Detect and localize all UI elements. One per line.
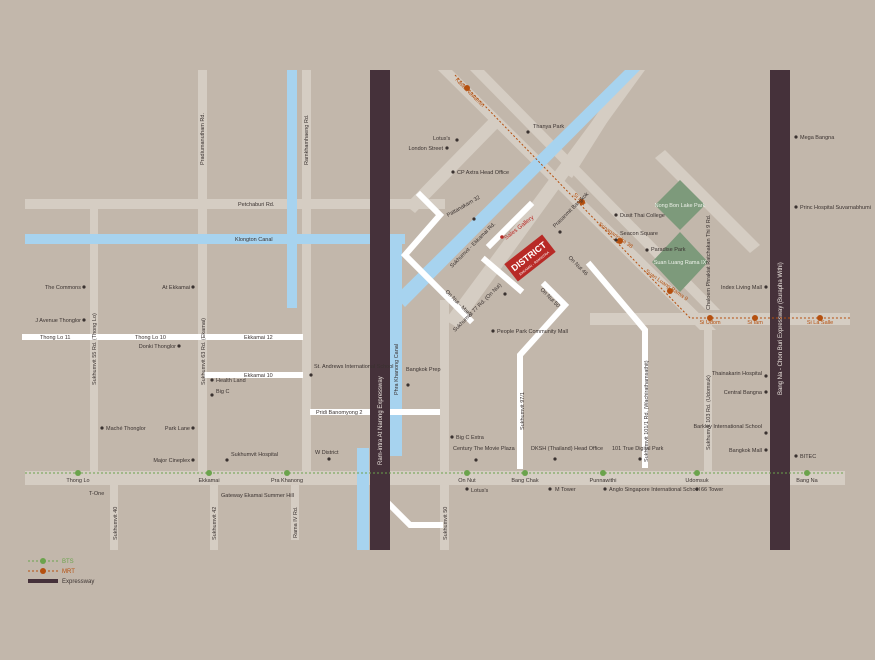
- klongton-canal-label: Klongton Canal: [235, 237, 273, 243]
- sukhumvit97-label: Sukhumvit 97/1: [520, 392, 526, 430]
- legend-expressway: Expressway: [62, 579, 94, 585]
- poi-lotus-top: Lotus's: [433, 136, 451, 142]
- ramintra-expressway-label: Ram-intra At Narong Expressway: [378, 376, 384, 465]
- pridi-label: Pridi Banomyong 2: [316, 410, 362, 416]
- chaloem-label: Chaloem Phrakiat Ratchakan Thi 9 Rd.: [706, 214, 712, 310]
- mrt-yellow-line: [454, 74, 850, 319]
- sukhumvit40-label: Sukhumvit 40: [113, 507, 119, 540]
- poi-summer-hill: Summer Hill: [264, 493, 294, 499]
- ramintra-expressway: [370, 70, 390, 550]
- poi-mega: Mega Bangna: [800, 135, 835, 141]
- phra-khanong-canal-label: Phra Khanong Canal: [394, 344, 400, 395]
- bts-bang-chak-label: Bang Chak: [511, 478, 538, 484]
- sukhumvit50-label: Sukhumvit 50: [443, 507, 449, 540]
- sales-gallery-dot: [500, 235, 504, 239]
- mrt-si-la-salle-label: Si La Salle: [807, 320, 833, 326]
- poi-major: Major Cineplex: [153, 458, 190, 464]
- poi-dusit: Dusit Thai College: [620, 213, 665, 219]
- poi-mache: Maché Thonglor: [106, 426, 146, 432]
- parks: [652, 180, 708, 292]
- poi-century: Century The Movie Plaza: [453, 446, 516, 452]
- bangna-expressway: [770, 70, 790, 550]
- poi-health-land: Health Land: [216, 378, 246, 384]
- poi-thanya: Thanya Park: [533, 124, 564, 130]
- ramkhamhaeng-label: Ramkhamhaeng Rd.: [304, 114, 310, 165]
- poi-sukhumvit-hospital: Sukhumvit Hospital: [231, 452, 278, 458]
- poi-t-one: T-One: [89, 491, 104, 497]
- ekkamai-soi-label: Sukhumvit 63 Rd. (Ekamai): [201, 318, 207, 385]
- bangna-expressway-label: Bang Na - Chon Buri Expressway (Burapha …: [778, 262, 784, 395]
- ekkamai12-label: Ekkamai 12: [244, 335, 273, 341]
- poi-london-street: London Street: [408, 146, 443, 152]
- bts-thong-lo-label: Thong Lo: [66, 478, 89, 484]
- poi-princ: Princ Hospital Suvarnabhumi: [800, 205, 871, 211]
- poi-cp-axtra: CP Axtra Head Office: [457, 170, 509, 176]
- sukhumvit42-label: Sukhumvit 42: [212, 507, 218, 540]
- bts-phra-khanong-label: Pra Khanong: [271, 478, 303, 484]
- poi-park-lane: Park Lane: [165, 426, 190, 432]
- legend-mrt: MRT: [62, 569, 75, 575]
- thonglo10-label: Thong Lo 10: [135, 335, 166, 341]
- poi-dksh: DKSH (Thailand) Head Office: [531, 446, 603, 452]
- pridiphanom-label: Pradiumanutham Rd.: [200, 113, 206, 165]
- legend-bts: BTS: [62, 559, 74, 565]
- ekkamai10-label: Ekkamai 10: [244, 373, 273, 379]
- mrt-si-iam-label: Si Iam: [747, 320, 763, 326]
- poi-st-andrews: St. Andrews International School: [314, 364, 394, 370]
- poi-index: Index Living Mall: [721, 285, 762, 291]
- poi-lotus-bottom: Lotus's: [471, 488, 489, 494]
- poi-anglo: Anglo Singapore International School: [609, 487, 700, 493]
- bts-bang-na-label: Bang Na: [796, 478, 818, 484]
- poi-m-tower: M Tower: [555, 487, 576, 493]
- road-network: [25, 70, 850, 550]
- thonglo11-label: Thong Lo 11: [40, 335, 70, 341]
- poi-big-c: Big C: [216, 389, 229, 395]
- poi-j-avenue: J Avenue Thonglor: [35, 318, 81, 324]
- poi-people-park: People Park Community Mall: [497, 329, 568, 335]
- petchaburi-label: Petchaburi Rd.: [238, 202, 275, 208]
- poi-dots: [82, 130, 798, 491]
- mrt-stations: [464, 85, 823, 321]
- poi-seacon: Seacon Square: [620, 231, 658, 237]
- sukhumvit101-label: Sukhumvit 101/1 Rd. (Wachirathamsathit): [644, 360, 650, 462]
- poi-at-ekkamai: At Ekkamai: [162, 285, 190, 291]
- poi-66-tower: 66 Tower: [701, 487, 723, 493]
- nong-bon-park-label: Nong Bon Lake Park: [655, 203, 706, 209]
- poi-true-park: 101 True Digital Park: [612, 446, 664, 452]
- legend: BTS MRT Expressway: [28, 558, 94, 585]
- poi-thainakarin: Thainakarin Hospital: [712, 371, 762, 377]
- suan-luang-park-label: Suan Luang Rama IX: [654, 260, 707, 266]
- bts-udomsuk-label: Udomsuk: [685, 478, 708, 484]
- bts-stations: [75, 470, 810, 476]
- rama4-label: Rama IV Rd.: [293, 506, 299, 538]
- poi-donki: Donki Thonglor: [139, 344, 176, 350]
- poi-the-commons: The Commons: [45, 285, 81, 291]
- bts-ekkamai-label: Ekkamai: [198, 478, 219, 484]
- poi-bangkok-mall: Bangkok Mall: [729, 448, 762, 454]
- mrt-si-udom-label: Si Udom: [699, 320, 721, 326]
- poi-barkley: Barkley International School: [694, 424, 762, 430]
- poi-bangkok-prep: Bangkok Prep: [406, 367, 441, 373]
- bts-on-nut-label: On Nut: [458, 478, 476, 484]
- sukhumvit103-label: Sukhumvit 103 Rd. (Udomsuk): [706, 375, 712, 450]
- poi-paradise: Paradise Park: [651, 247, 686, 253]
- poi-w-district: W District: [315, 450, 339, 456]
- thonglo-soi-label: Sukhumvit 55 Rd. (Thong Lo): [92, 313, 98, 385]
- poi-bitec: BITEC: [800, 454, 816, 460]
- poi-central: Central Bangna: [724, 390, 763, 396]
- poi-big-c-extra: Big C Extra: [456, 435, 485, 441]
- poi-gateway: Gateway Ekamai: [221, 493, 263, 499]
- canals: [25, 70, 640, 550]
- bts-punnawithi-label: Punnawithi: [590, 478, 617, 484]
